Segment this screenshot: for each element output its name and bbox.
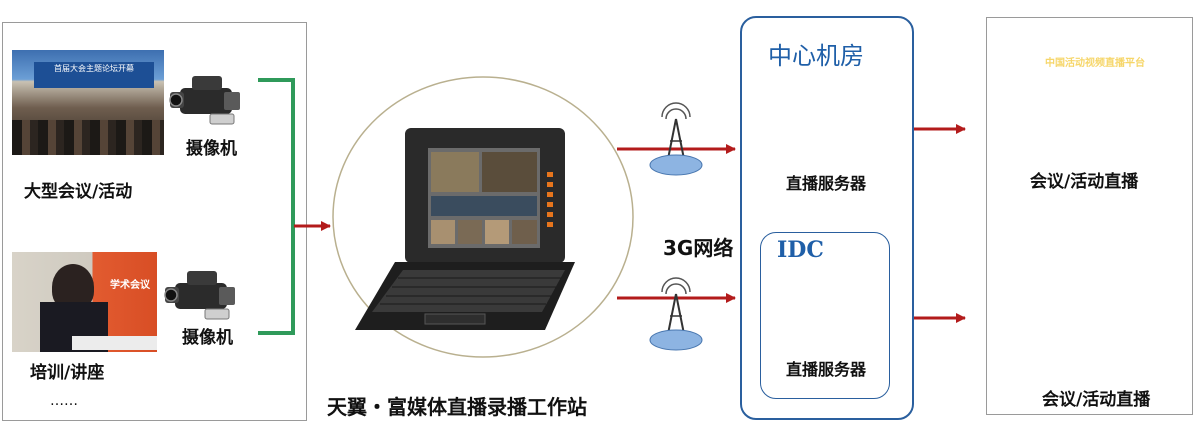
workstation-caption: 天翼・富媒体直播录播工作站: [327, 395, 587, 419]
tv-output-label: 会议/活动直播: [1030, 172, 1139, 192]
center-room-title: 中心机房: [768, 42, 864, 70]
tablet-output-label: 会议/活动直播: [1042, 390, 1151, 410]
idc-title: IDC: [777, 237, 824, 263]
network-label: 3G网络: [663, 236, 734, 260]
outputs-panel: [986, 17, 1193, 415]
workstation-circle: [332, 76, 634, 358]
camera-label: 摄像机: [186, 139, 237, 159]
lecture-photo: 学术会议: [12, 252, 157, 352]
server-label: 直播服务器: [786, 360, 867, 379]
network-tower-icon: [649, 102, 703, 176]
network-tower-icon: [649, 277, 703, 351]
ellipsis-label: ……: [50, 393, 78, 409]
lecture-banner: 学术会议: [110, 280, 150, 291]
idc-box: [760, 232, 890, 399]
conference-photo: 首届大会主题论坛开幕: [12, 50, 164, 155]
tv-banner: 中国活动视频直播平台: [1045, 58, 1145, 69]
conference-banner: 首届大会主题论坛开幕: [34, 62, 154, 88]
server-label: 直播服务器: [786, 174, 867, 193]
event-label: 大型会议/活动: [24, 182, 133, 202]
event-label: 培训/讲座: [30, 363, 105, 383]
camera-label: 摄像机: [182, 328, 233, 348]
workstation-icon: [355, 128, 575, 330]
